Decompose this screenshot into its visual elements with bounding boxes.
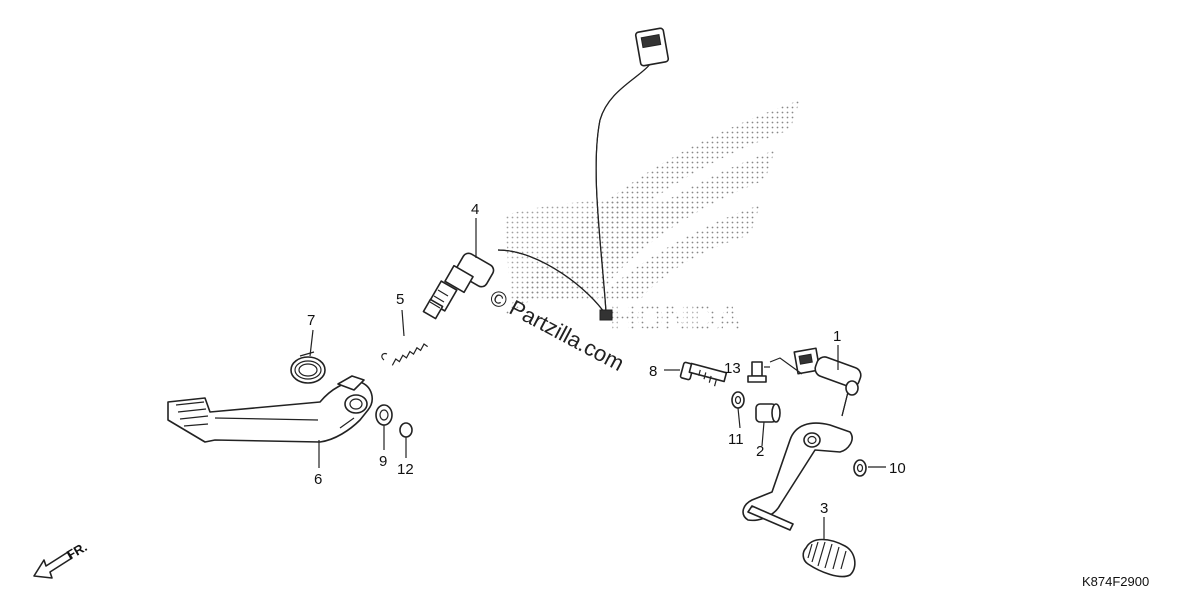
callout-2: 2	[756, 443, 764, 460]
honda-wing-logo-watermark: HONDA	[505, 100, 800, 338]
leader-lines	[309, 218, 886, 540]
front-direction-indicator: FR.	[33, 539, 90, 579]
callout-13: 13	[724, 360, 741, 377]
part-4-stop-switch[interactable]	[422, 27, 670, 321]
part-9-washer[interactable]	[375, 404, 393, 426]
part-5-spring[interactable]	[381, 343, 428, 366]
callout-7: 7	[307, 312, 315, 329]
callout-11: 11	[728, 431, 744, 448]
callout-8: 8	[649, 363, 657, 380]
part-8-pivot-bolt[interactable]	[679, 361, 728, 387]
callout-6: 6	[314, 471, 322, 488]
callout-3: 3	[820, 500, 828, 517]
gear-shift-pedal[interactable]	[742, 422, 853, 531]
callout-12: 12	[397, 461, 414, 478]
callout-9: 9	[379, 453, 387, 470]
part-7-return-spring[interactable]	[290, 351, 326, 384]
part-10-washer[interactable]	[853, 459, 867, 477]
callout-10: 10	[889, 460, 906, 477]
front-arrow-icon	[33, 551, 73, 579]
callout-4: 4	[471, 201, 479, 218]
part-1-shift-arm[interactable]	[769, 347, 863, 417]
part-6-brake-pedal[interactable]	[167, 375, 373, 443]
part-11-washer[interactable]	[731, 391, 745, 409]
part-3-shift-rubber[interactable]	[802, 538, 856, 578]
part-13-bolt[interactable]	[747, 361, 767, 383]
part-2-collar[interactable]	[755, 403, 781, 423]
part-12-clip[interactable]	[399, 422, 413, 438]
callout-5: 5	[396, 291, 404, 308]
diagram-reference-code: K874F2900	[1082, 574, 1149, 589]
honda-logo-text: HONDA	[610, 297, 742, 338]
callout-1: 1	[833, 328, 841, 345]
